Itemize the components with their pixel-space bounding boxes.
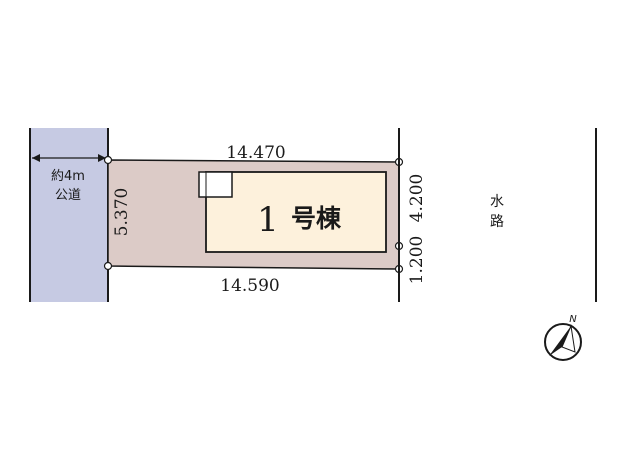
corner-marker xyxy=(103,155,113,165)
north-compass: N xyxy=(544,314,582,361)
lot-bottom-length: 14.590 xyxy=(220,276,279,296)
lot-right-depth-upper: 4.200 xyxy=(407,174,427,223)
building-footprint xyxy=(205,171,387,253)
corner-marker xyxy=(103,261,113,271)
compass-needle-light xyxy=(561,324,576,353)
road-label-width: 約4m xyxy=(51,169,85,184)
lot-top-length: 14.470 xyxy=(226,143,285,163)
building-entrance-box xyxy=(198,171,233,198)
building-number: 1 xyxy=(257,200,279,240)
building-entrance-inner xyxy=(205,171,233,198)
road-width-arrowhead-right xyxy=(98,154,106,162)
public-road xyxy=(30,128,108,302)
waterway-label-top: 水 xyxy=(490,194,504,210)
compass-needle-icon xyxy=(549,326,571,356)
lot-left-depth: 5.370 xyxy=(112,188,132,237)
waterway-label-bottom: 路 xyxy=(490,214,504,230)
road-label-type: 公道 xyxy=(55,188,81,203)
road-width-arrowhead-left xyxy=(32,154,40,162)
building-label: 号棟 xyxy=(291,204,342,233)
lot-right-depth-lower: 1.200 xyxy=(407,236,427,285)
compass-north-label: N xyxy=(569,314,577,325)
